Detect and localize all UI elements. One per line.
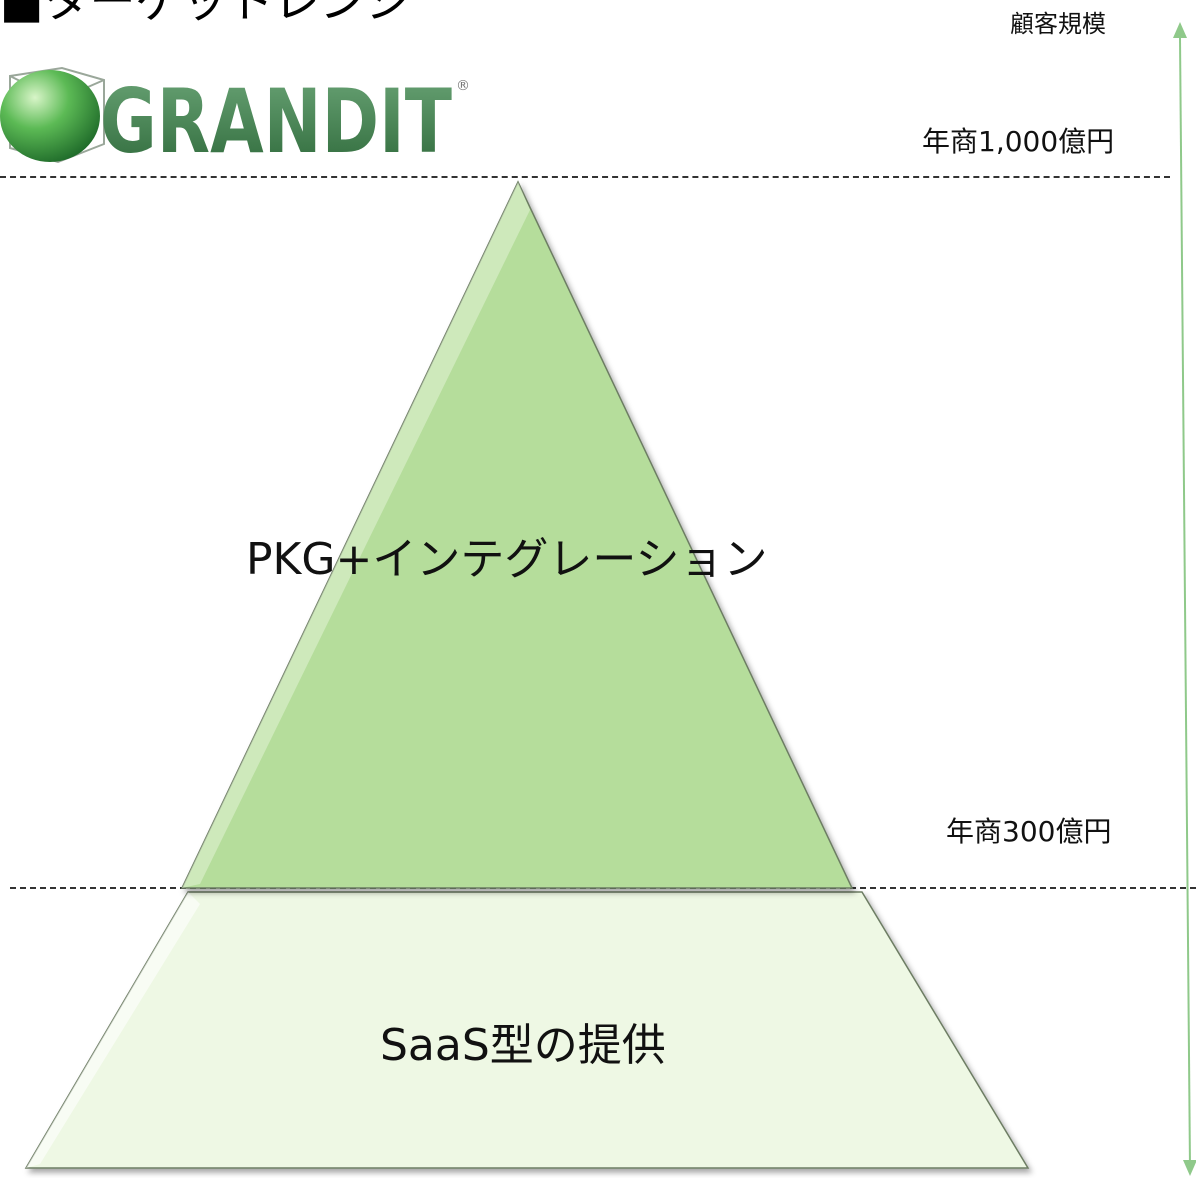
registered-mark: ®: [456, 78, 470, 94]
lower-threshold-label: 年商300億円: [946, 815, 1112, 848]
tier-saas: [24, 891, 1030, 1169]
grandit-logo: GRANDIT ®: [0, 60, 490, 173]
logo-graphic: GRANDIT ®: [0, 66, 470, 173]
green-sphere-cube-icon: [0, 66, 105, 164]
logo-wordmark: GRANDIT: [100, 70, 452, 170]
tier-pkg-integration-label: PKG+インテグレーション: [246, 534, 768, 585]
axis-label: 顧客規模: [1010, 10, 1106, 38]
tier-saas-label: SaaS型の提供: [380, 1020, 666, 1071]
upper-threshold-label: 年商1,000億円: [922, 125, 1115, 158]
arrow-up-icon: [1173, 22, 1187, 38]
page-title: ■ターゲットレンジ: [0, 0, 412, 28]
scale-axis-arrow: [1173, 22, 1196, 1176]
arrow-down-icon: [1183, 1160, 1196, 1176]
tier-pkg-integration: [180, 180, 854, 889]
upper-threshold-line: [0, 176, 1170, 178]
